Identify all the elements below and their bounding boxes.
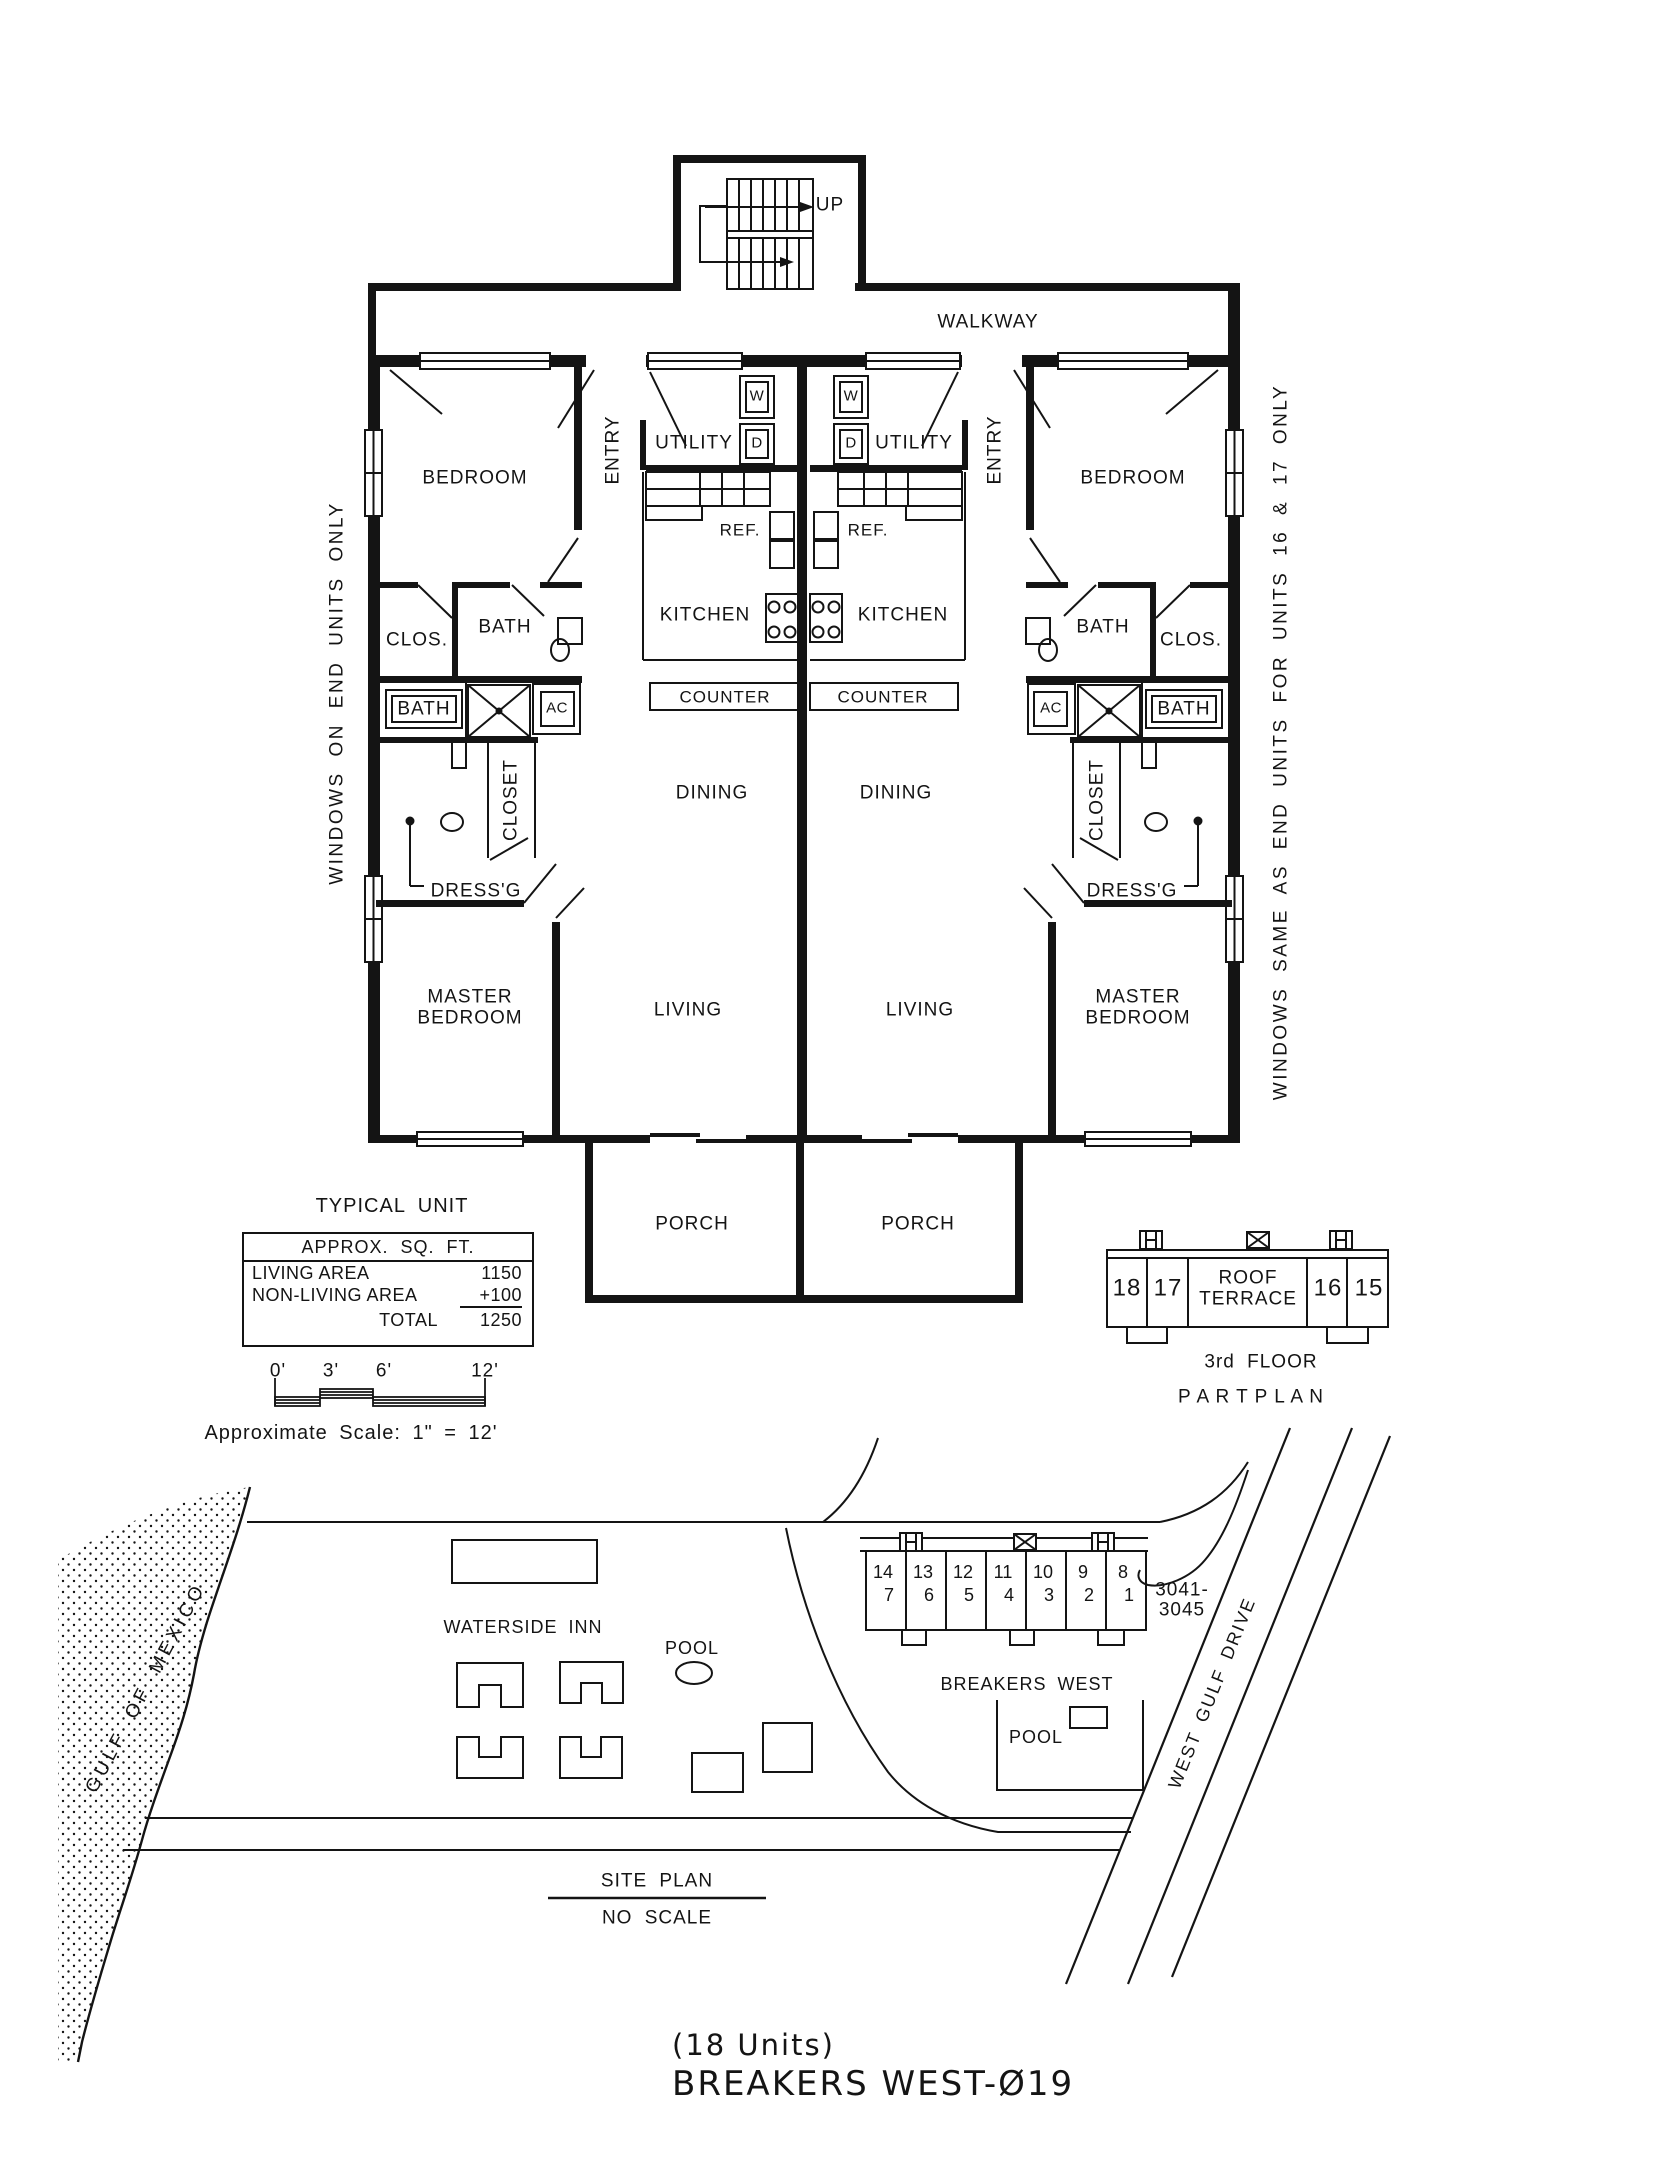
room-label-living: LIVING [885, 999, 955, 1021]
room-label-dining: DINING [675, 782, 749, 804]
dryer-label: D [845, 434, 857, 452]
ref-label: REF. [719, 520, 761, 540]
part-plan-linework [1106, 1230, 1389, 1344]
room-label-kitchen: KITCHEN [857, 604, 949, 626]
unit-exterior-walls [368, 352, 1240, 1303]
ac-label: AC [1040, 699, 1062, 717]
stair-up-label: UP [815, 194, 845, 216]
roof-hatch-icon [1013, 1533, 1037, 1551]
stair-symbol-icon [1139, 1230, 1163, 1250]
site-unit-stack: 13 6 [912, 1562, 934, 1606]
room-label-porch: PORCH [881, 1213, 955, 1235]
scale-tick: 6' [375, 1360, 393, 1382]
table-row: TOTAL 1250 [379, 1310, 522, 1330]
pool-icon [1069, 1706, 1108, 1729]
project-title: BREAKERS WEST-Ø19 [672, 2064, 1075, 2104]
dryer-label: D [751, 434, 763, 452]
room-label-bedroom: BEDROOM [1080, 467, 1186, 489]
breakers-units-row [860, 1532, 1148, 1646]
room-label-closet: CLOSET [500, 758, 522, 842]
table-header: APPROX. SQ. FT. [244, 1234, 532, 1262]
room-label-utility: UTILITY [655, 432, 733, 454]
road-lines [1064, 1427, 1392, 1985]
table-row: LIVING AREA 1150 [252, 1263, 522, 1283]
ac-label: AC [546, 699, 568, 717]
walkway-walls [368, 283, 1240, 357]
sliding-door-icon [650, 1132, 958, 1146]
ref-label: REF. [847, 520, 889, 540]
address-line: 3045 [1158, 1599, 1206, 1621]
counter-label: COUNTER [679, 687, 771, 707]
room-label-kitchen: KITCHEN [659, 604, 751, 626]
part-plan-unit-18: 18 [1112, 1274, 1142, 1302]
room-label-living: LIVING [653, 999, 723, 1021]
left-window-note: WINDOWS ON END UNITS ONLY [326, 501, 348, 885]
right-window-note: WINDOWS SAME AS END UNITS FOR UNITS 16 &… [1270, 383, 1292, 1101]
stair-symbol-icon [1329, 1230, 1353, 1250]
room-label-entry: ENTRY [984, 415, 1006, 485]
site-plan-linework [58, 1427, 1392, 2063]
part-plan-unit-17: 17 [1153, 1274, 1183, 1302]
washer-label: W [749, 387, 765, 405]
site-unit-stack: 10 3 [1032, 1562, 1054, 1606]
units-count-title: (18 Units) [672, 2028, 835, 2062]
room-label-bath2: BATH [1157, 698, 1211, 720]
room-label-closet: CLOSET [1086, 758, 1108, 842]
unit-area-table: APPROX. SQ. FT. LIVING AREA 1150 NON-LIV… [242, 1232, 534, 1347]
scale-tick: 0' [269, 1360, 287, 1382]
room-label-dressing: DRESS'G [1086, 880, 1178, 902]
room-label-dining: DINING [859, 782, 933, 804]
room-label-master: MASTER BEDROOM [417, 986, 523, 1029]
site-unit-stack: 11 4 [993, 1562, 1014, 1606]
scale-caption: Approximate Scale: 1" = 12' [204, 1421, 498, 1444]
address-line: 3041- [1155, 1579, 1209, 1601]
beach-stipple [58, 1487, 250, 2062]
window-icon [419, 352, 1189, 370]
stair-symbol-icon [899, 1532, 923, 1552]
breakers-west-label: BREAKERS WEST [940, 1673, 1114, 1694]
room-label-clos: CLOS. [385, 629, 449, 651]
roof-hatch-icon [1246, 1231, 1270, 1249]
stair-symbol-icon [1091, 1532, 1115, 1552]
breakers-pool-label: POOL [1008, 1726, 1064, 1747]
scale-bar-icon [274, 1378, 486, 1407]
table-title: TYPICAL UNIT [315, 1194, 469, 1217]
table-row: NON-LIVING AREA +100 [244, 1284, 532, 1308]
room-label-clos: CLOS. [1159, 629, 1223, 651]
room-label-entry: ENTRY [602, 415, 624, 485]
room-label-dressing: DRESS'G [430, 880, 522, 902]
coastline [76, 1486, 252, 2063]
room-label-bath: BATH [1076, 616, 1130, 638]
site-plan-title: SITE PLAN [600, 1870, 714, 1892]
part-plan-caption: P A R T P L A N [1178, 1386, 1324, 1408]
site-unit-stack: 12 5 [952, 1562, 974, 1606]
walkway-label: WALKWAY [937, 311, 1039, 333]
site-plan-subtitle: NO SCALE [601, 1907, 713, 1929]
window-icon [416, 1131, 1192, 1147]
washer-label: W [843, 387, 859, 405]
scale-tick: 3' [322, 1360, 340, 1382]
pool-icon [675, 1661, 713, 1685]
stairs-icon [673, 155, 866, 291]
room-label-master: MASTER BEDROOM [1085, 986, 1191, 1029]
room-label-utility: UTILITY [875, 432, 953, 454]
part-plan-floor-label: 3rd FLOOR [1204, 1351, 1318, 1373]
site-unit-stack: 14 7 [872, 1562, 894, 1606]
site-unit-stack: 8 1 [1117, 1562, 1134, 1606]
room-label-porch: PORCH [655, 1213, 729, 1235]
waterside-pool-label: POOL [664, 1637, 720, 1658]
counter-label: COUNTER [837, 687, 929, 707]
site-unit-stack: 9 2 [1077, 1562, 1094, 1606]
room-label-bath: BATH [478, 616, 532, 638]
roof-terrace-label: ROOF TERRACE [1199, 1267, 1297, 1310]
part-plan-unit-16: 16 [1313, 1274, 1343, 1302]
room-label-bedroom: BEDROOM [422, 467, 528, 489]
room-label-bath2: BATH [397, 698, 451, 720]
waterside-inn-label: WATERSIDE INN [443, 1616, 603, 1637]
scale-tick: 12' [471, 1360, 499, 1382]
part-plan-unit-15: 15 [1354, 1274, 1384, 1302]
